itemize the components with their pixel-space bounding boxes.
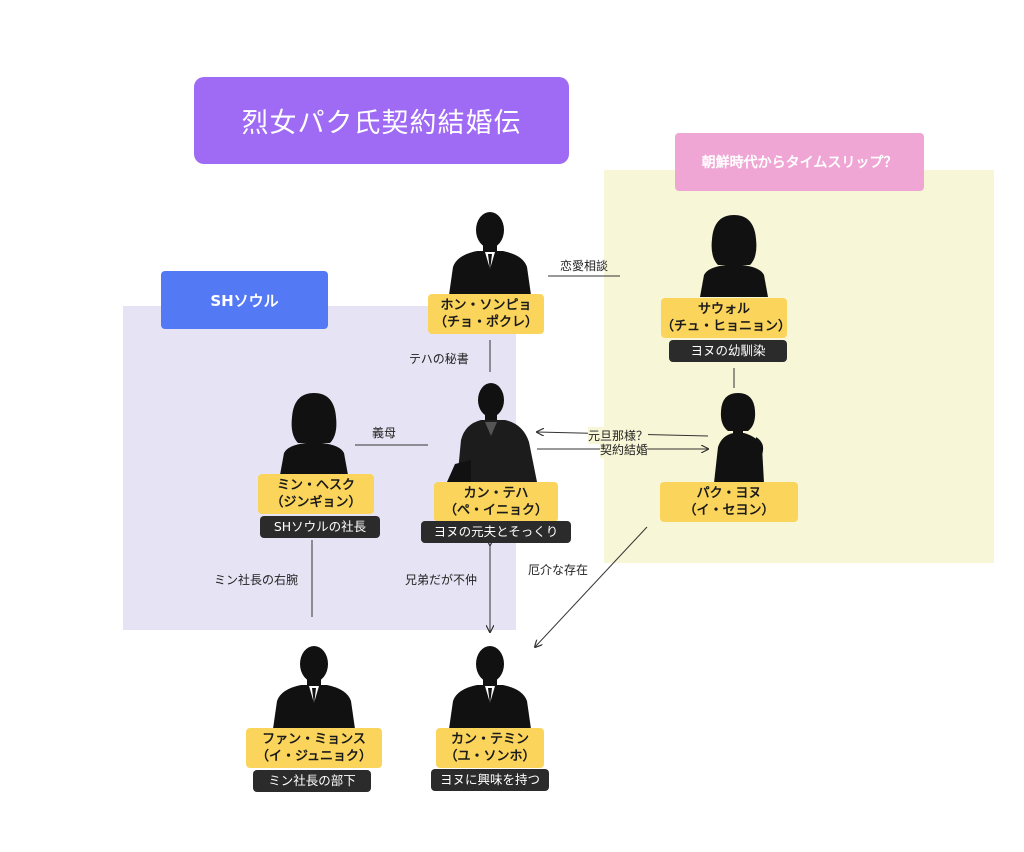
man-silhouette-icon (449, 646, 531, 729)
character-actor-line: （ジンギョン） (270, 495, 362, 510)
character-name-line: ミン・ヘスク (276, 478, 355, 493)
relation-label-stepmother: 義母 (372, 426, 397, 440)
character-desc-min: SHソウルの社長 (260, 516, 380, 538)
line-troublesome (535, 526, 648, 647)
character-name-line: ホン・ソンピョ (440, 298, 532, 313)
character-desc-fan: ミン社長の部下 (253, 770, 371, 792)
character-name-line: ファン・ミョンス (262, 732, 366, 747)
character-desc-taeha: ヨヌの元夫とそっくり (421, 521, 571, 543)
woman-silhouette-icon (714, 393, 764, 483)
character-name-park: パク・ヨヌ （イ・セヨン） (660, 482, 798, 522)
man-silhouette-icon (449, 212, 531, 295)
character-name-line: カン・テハ (463, 486, 529, 501)
character-desc-saweol: ヨヌの幼馴染 (669, 340, 787, 362)
relation-label-brothers: 兄弟だが不仲 (405, 573, 478, 587)
group-label-sh-seoul: SHソウル (161, 271, 328, 329)
diagram-title: 烈女パク氏契約結婚伝 (194, 77, 569, 164)
character-actor-line: （チュ・ヒョニョン） (661, 319, 792, 334)
character-name-line: サウォル (697, 302, 750, 317)
relation-label-love-consult: 恋愛相談 (560, 259, 609, 273)
woman-silhouette-icon (280, 393, 348, 475)
man-silhouette-icon (447, 383, 537, 482)
character-name-fan: ファン・ミョンス （イ・ジュニョク） (246, 728, 382, 768)
character-name-saweol: サウォル （チュ・ヒョニョン） (661, 298, 792, 338)
character-name-taemin: カン・テミン （ユ・ソンホ） (436, 728, 544, 768)
relation-label-contract-marriage: 契約結婚 (600, 441, 649, 458)
woman-silhouette-icon (700, 215, 768, 297)
character-name-hong: ホン・ソンピョ （チョ・ポクレ） (428, 294, 544, 334)
group-label-joseon: 朝鮮時代からタイムスリップ？ (675, 133, 924, 191)
character-name-line: パク・ヨヌ (696, 486, 762, 501)
character-actor-line: （チョ・ポクレ） (433, 315, 538, 330)
relation-label-troublesome: 厄介な存在 (528, 563, 589, 577)
character-actor-line: （ペ・イニョク） (443, 503, 548, 518)
relation-label-secretary: テハの秘書 (409, 352, 469, 366)
man-silhouette-icon (273, 646, 355, 729)
relation-label-former-husband: 元旦那様？ (588, 427, 649, 444)
character-name-line: カン・テミン (450, 732, 529, 747)
relation-label-right-hand: ミン社長の右腕 (214, 573, 299, 587)
character-desc-taemin: ヨヌに興味を持つ (431, 769, 549, 791)
character-actor-line: （イ・セヨン） (683, 503, 775, 518)
character-name-taeha: カン・テハ （ペ・イニョク） (434, 482, 558, 522)
character-actor-line: （イ・ジュニョク） (255, 749, 373, 764)
character-actor-line: （ユ・ソンホ） (444, 749, 536, 764)
character-name-min: ミン・ヘスク （ジンギョン） (258, 474, 374, 514)
